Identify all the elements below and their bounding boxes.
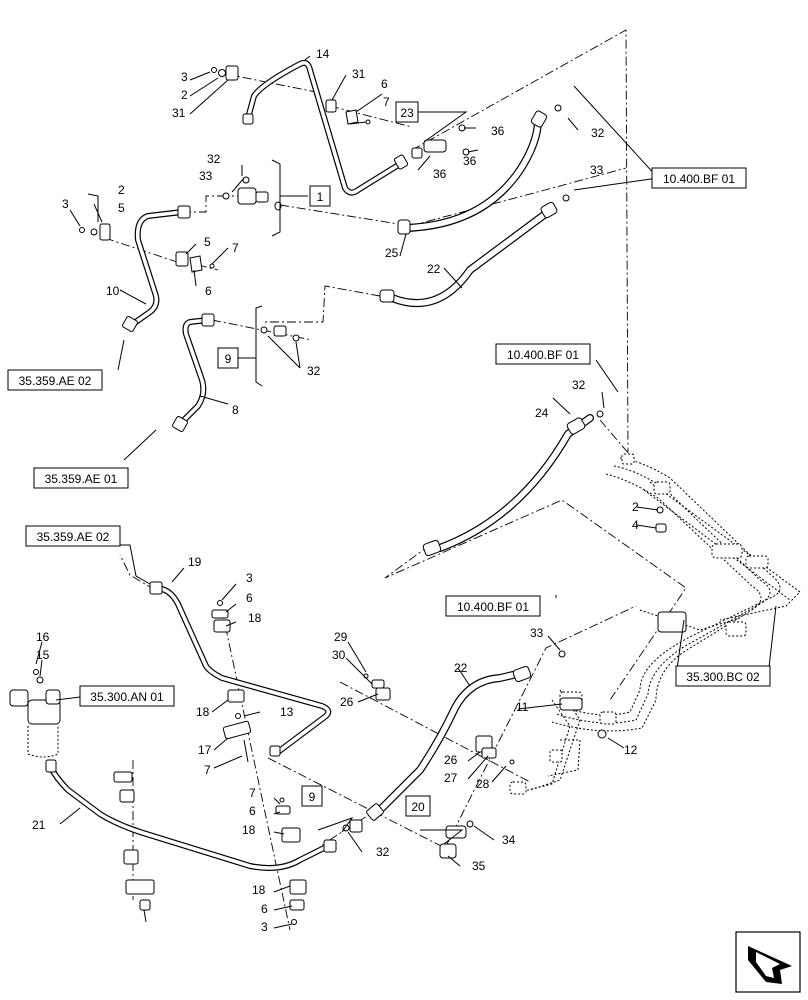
ref-box-7: 35.300.AN 01: [90, 690, 164, 704]
ref-box-5: 35.359.AE 02: [37, 530, 110, 544]
tube-21: [47, 763, 331, 871]
callout-7: 7: [204, 763, 211, 777]
callout-36: 36: [491, 124, 505, 138]
boxed-callout-20: 20: [411, 800, 425, 814]
filter-assembly: [9, 669, 61, 758]
callout-18: 18: [252, 883, 266, 897]
callout-5: 5: [204, 235, 211, 249]
callout-36: 36: [463, 154, 477, 168]
callout-5: 5: [118, 201, 125, 215]
callout-33: 33: [590, 163, 604, 177]
tubes: [47, 59, 594, 871]
callout-4: 4: [632, 518, 639, 532]
boxed-callout-9-lower: 9: [309, 790, 316, 804]
callout-22: 22: [427, 262, 441, 276]
callout-3: 3: [62, 197, 69, 211]
callout-16: 16: [36, 630, 50, 644]
callout-32: 32: [207, 152, 221, 166]
callout-17: 17: [198, 743, 212, 757]
callout-2: 2: [181, 88, 188, 102]
callout-6: 6: [381, 77, 388, 91]
callout-31: 31: [352, 67, 366, 81]
callout-11: 11: [516, 700, 529, 714]
ref-box-8: 35.300.BC 02: [686, 670, 760, 684]
callout-21: 21: [32, 818, 46, 832]
callout-32: 32: [591, 126, 605, 140]
callout-7: 7: [232, 241, 239, 255]
callout-26: 26: [340, 695, 354, 709]
fittings: [9, 65, 687, 925]
callout-34: 34: [502, 833, 516, 847]
ref-box-1: 10.400.BF 01: [663, 172, 735, 186]
callout-31: 31: [172, 106, 186, 120]
callout-3: 3: [246, 571, 253, 585]
callout-28: 28: [476, 777, 490, 791]
callout-32: 32: [307, 364, 321, 378]
callout-8: 8: [232, 403, 239, 417]
ref-box-6: 10.400.BF 01: [457, 600, 529, 614]
callout-18: 18: [248, 611, 262, 625]
callout-32: 32: [376, 845, 390, 859]
callout-6: 6: [205, 284, 212, 298]
boxed-callout-1: 1: [317, 190, 324, 204]
callout-22: 22: [454, 661, 468, 675]
callout-33: 33: [199, 169, 213, 183]
callout-6: 6: [246, 591, 253, 605]
callout-26: 26: [444, 753, 458, 767]
callout-3: 3: [181, 70, 188, 84]
callout-3: 3: [261, 920, 268, 934]
callout-13: 13: [280, 705, 294, 719]
callout-25: 25: [385, 246, 399, 260]
callout-7: 7: [249, 786, 256, 800]
callout-19: 19: [188, 555, 202, 569]
callout-6: 6: [261, 902, 268, 916]
background-assembly: [509, 453, 801, 795]
callout-27: 27: [444, 771, 458, 785]
callout-32: 32: [572, 378, 586, 392]
callout-2: 2: [632, 500, 639, 514]
callout-36: 36: [433, 167, 447, 181]
ref-box-3: 35.359.AE 01: [45, 472, 118, 486]
callout-14: 14: [316, 47, 330, 61]
callout-10: 10: [106, 284, 120, 298]
callout-24: 24: [535, 406, 549, 420]
boxed-callout-9-upper: 9: [225, 352, 232, 366]
callout-15: 15: [36, 648, 50, 662]
ref-box-4: 10.400.BF 01: [507, 348, 579, 362]
callout-18: 18: [196, 705, 210, 719]
reference-boxes: 10.400.BF 01 35.359.AE 02 35.359.AE 01 1…: [7, 167, 771, 707]
callout-18: 18: [242, 823, 256, 837]
boxed-callout-23: 23: [400, 106, 414, 120]
callout-30: 30: [332, 648, 346, 662]
callout-29: 29: [334, 630, 348, 644]
callout-35: 35: [472, 859, 486, 873]
ref-box-2: 35.359.AE 02: [19, 374, 92, 388]
callout-7: 7: [383, 95, 390, 109]
callout-12: 12: [624, 743, 638, 757]
boxed-callouts: 23 1 9 9 20: [217, 101, 431, 817]
leaders: [35, 55, 777, 929]
callout-6: 6: [249, 804, 256, 818]
callout-2: 2: [118, 183, 125, 197]
arrow-nav-icon[interactable]: [735, 931, 801, 993]
callout-33: 33: [530, 626, 544, 640]
